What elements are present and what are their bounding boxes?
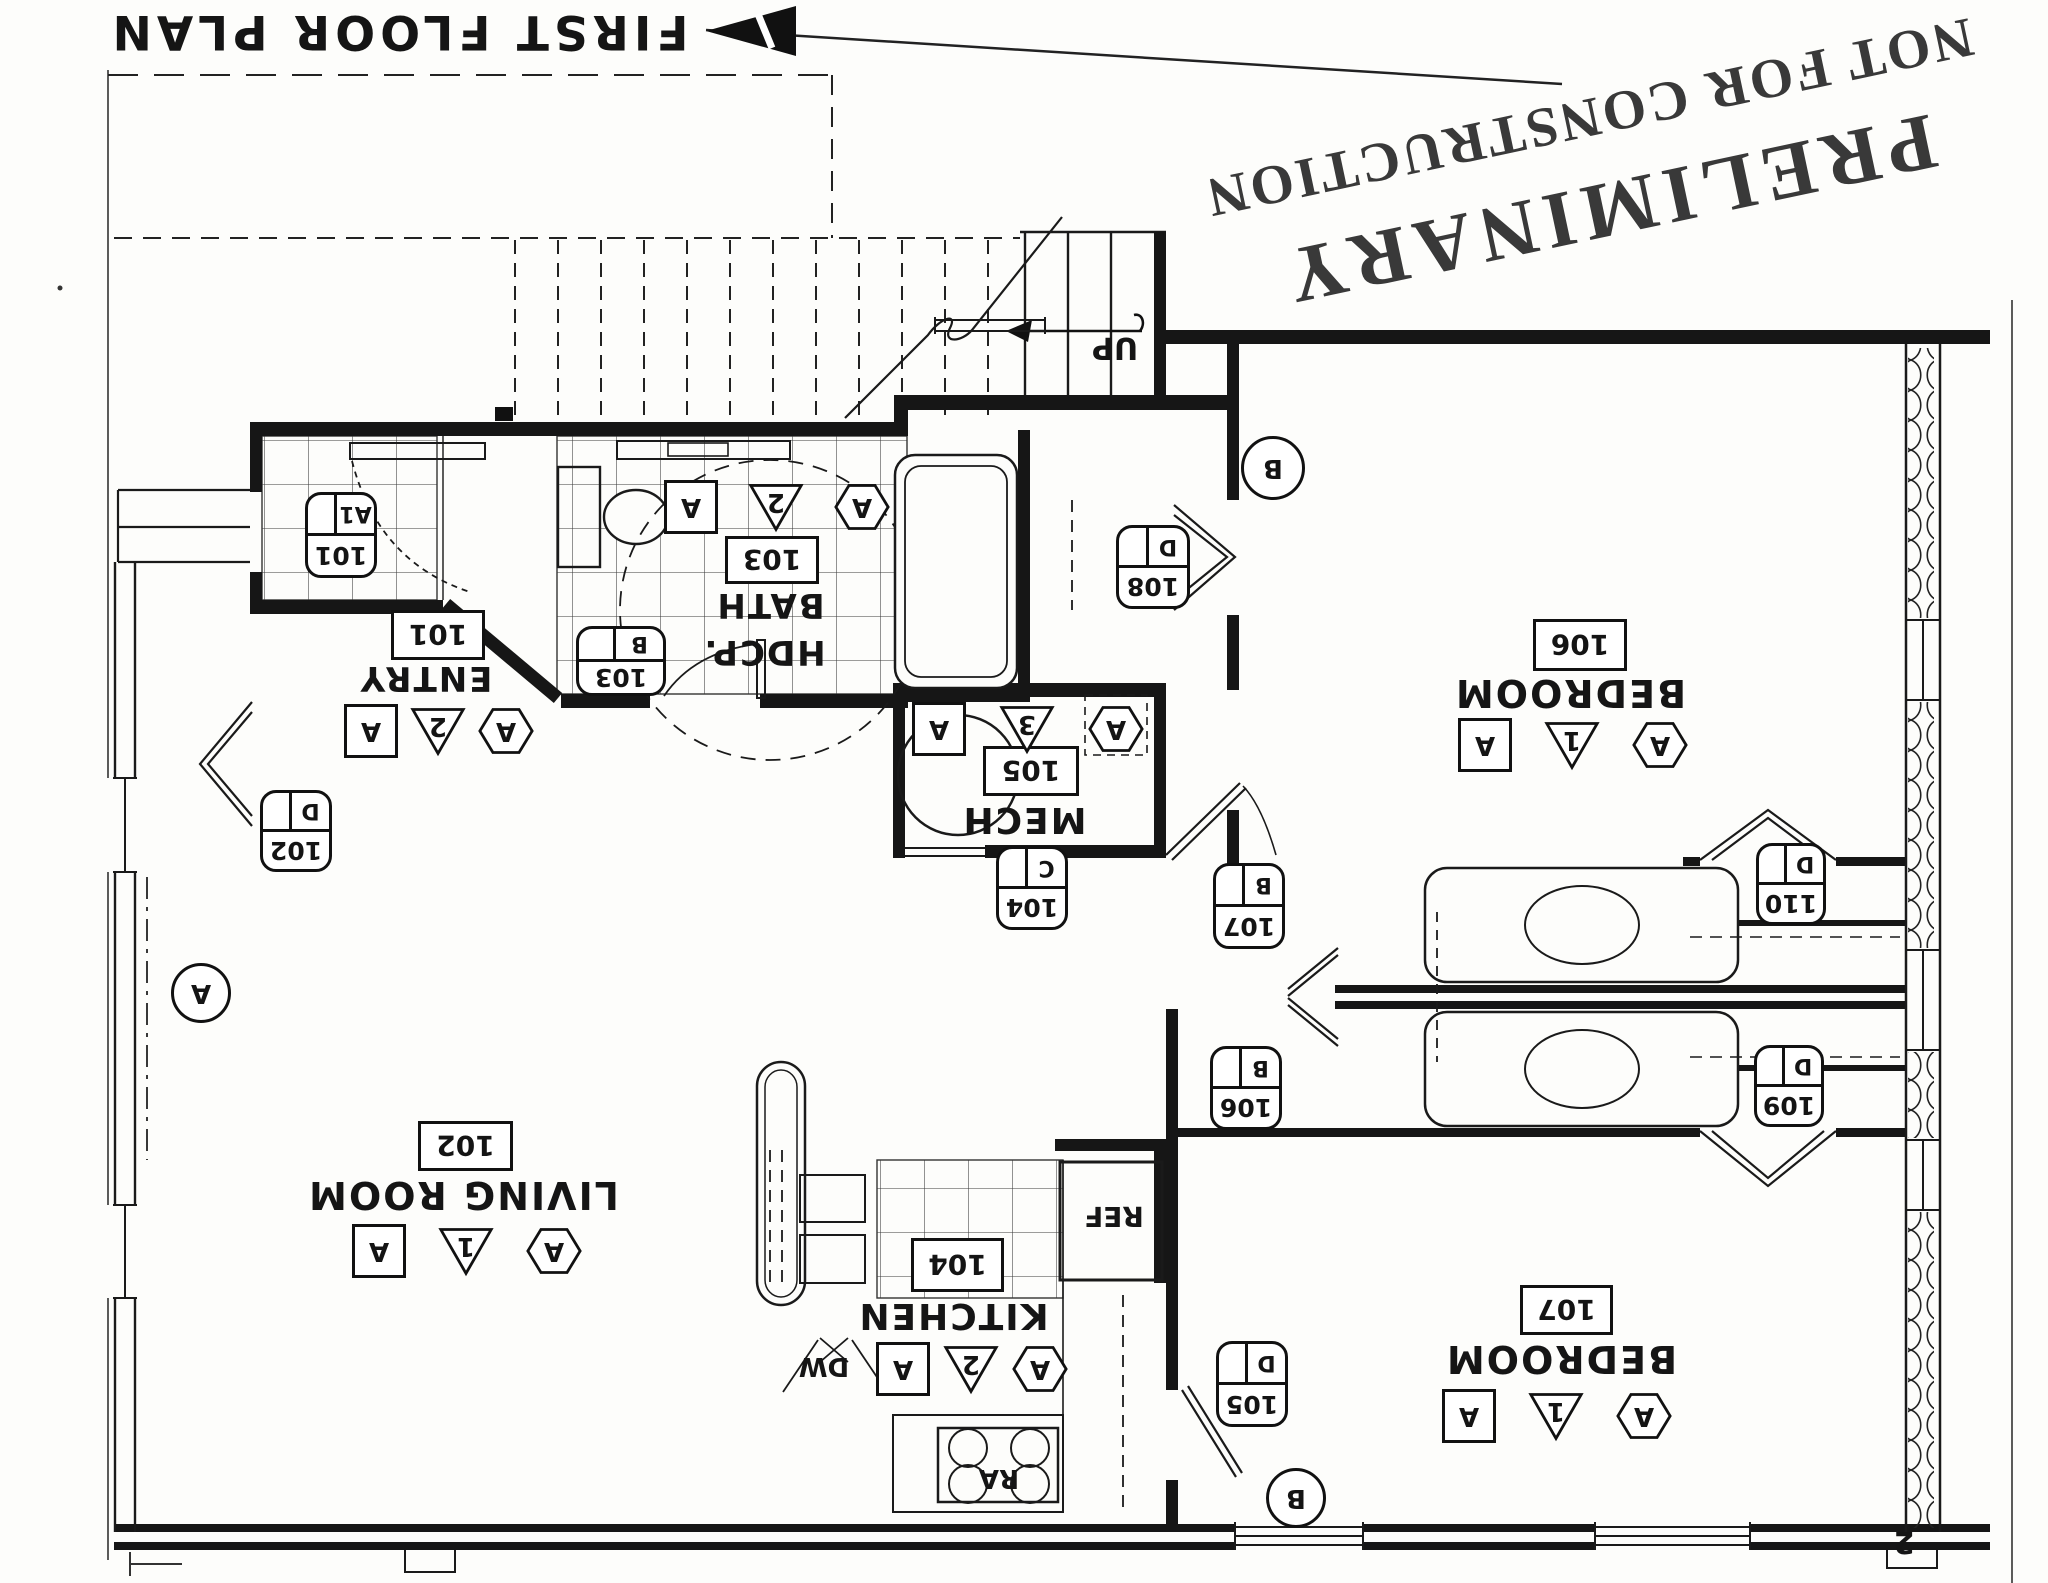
triangle-marker: 1 (1544, 717, 1600, 773)
triangle-marker: 1 (438, 1223, 494, 1279)
doors (198, 504, 1837, 1478)
room-name-bath-line1: HDCP. (702, 632, 826, 672)
range-label: RA (978, 1463, 1020, 1493)
sheet-title: FIRST FLOOR PLAN (107, 4, 689, 60)
hexagon-marker: A (1088, 701, 1144, 757)
triangle-marker: 2 (748, 479, 804, 535)
entry-door (349, 442, 486, 593)
bottom-windows (1234, 1520, 1751, 1554)
bath-fixtures (556, 440, 1019, 761)
square-marker: A (352, 1224, 406, 1278)
stair-window (934, 317, 1046, 334)
upper-floor-dashed-lines (108, 74, 1020, 239)
square-marker: A (1442, 1389, 1496, 1443)
room-number-bedroom1: 106 (1533, 619, 1627, 671)
hexagon-marker: A (1012, 1341, 1068, 1397)
square-marker: A (876, 1342, 930, 1396)
room-name-bedroom2: BEDROOM (1444, 1337, 1678, 1381)
room-number-bedroom2: 107 (1520, 1285, 1613, 1335)
room-name-entry: ENTRY (358, 658, 493, 698)
bifold-108 (1173, 504, 1237, 611)
stair-up-label: UP (1091, 330, 1139, 366)
square-marker: A (912, 702, 966, 756)
dishwasher-label: DW (798, 1351, 850, 1381)
markers-living: A 1 A (352, 1222, 582, 1280)
toilet-bowl-icon (602, 488, 670, 546)
kitchen-fixtures (755, 1060, 1164, 1515)
square-marker: A (344, 704, 398, 758)
triangle-marker: 2 (410, 703, 466, 759)
title-triangle-logo (706, 6, 796, 56)
left-wall (106, 488, 250, 1532)
markers-bedroom1: A 1 A (1458, 716, 1688, 774)
staircase (495, 216, 1166, 422)
hexagon-marker: A (1632, 717, 1688, 773)
hexagon-marker: A (1616, 1388, 1672, 1444)
room-name-living: LIVING ROOM (307, 1173, 619, 1217)
room-number-entry: 101 (391, 610, 485, 660)
bath-door-arc (663, 643, 758, 697)
door-leaf-106 (1165, 782, 1247, 861)
door-leaf-105 (1181, 1385, 1243, 1478)
wall-tag-circle-b-top: B (1241, 436, 1305, 500)
hexagon-marker: A (526, 1223, 582, 1279)
double-doors (1287, 947, 1339, 1047)
wall-tag-circle-a: A (171, 963, 231, 1023)
triangle-marker: 1 (1528, 1388, 1584, 1444)
lavatory-icon (667, 442, 729, 457)
range-icon (936, 1426, 1060, 1504)
sink-x (819, 1337, 849, 1363)
right-wall (1904, 344, 1942, 1532)
stair-break-line (844, 216, 1063, 419)
room-name-bath-line2: BATH (715, 585, 825, 625)
right-windows (1906, 619, 1940, 1211)
room-number-bath: 103 (725, 536, 819, 584)
markers-mech: A 3 A (912, 700, 1144, 758)
refrigerator-label: REF (1084, 1200, 1144, 1234)
room-name-bedroom1: BEDROOM (1453, 671, 1687, 715)
hexagon-marker: A (834, 479, 890, 535)
bathtub-icon (893, 453, 1019, 690)
toilet-tank-icon (556, 465, 602, 569)
markers-entry: A 2 A (344, 702, 534, 760)
porch-steps (116, 488, 250, 564)
triangle-marker: 2 (943, 1341, 999, 1397)
room-name-mech: MECH (961, 799, 1087, 841)
square-marker: A (664, 480, 718, 534)
wall-tag-circle-b-bottom: B (1266, 1468, 1326, 1528)
hexagon-marker: A (478, 703, 534, 759)
wardrobes (1423, 866, 1900, 1128)
bifold-102 (198, 701, 253, 827)
markers-bedroom2: A 1 A (1442, 1387, 1672, 1445)
title-underline (705, 28, 1563, 86)
room-number-kitchen: 104 (911, 1238, 1004, 1292)
markers-kitchen: A 2 A (876, 1340, 1068, 1398)
square-marker: A (1458, 718, 1512, 772)
refrigerator-icon (1058, 1160, 1164, 1282)
page-number: 2 (1893, 1524, 1915, 1560)
markers-bath: A 2 A (664, 478, 890, 536)
bifold-109 (1699, 1130, 1837, 1188)
triangle-marker: 3 (999, 701, 1055, 757)
room-name-kitchen: KITCHEN (857, 1295, 1049, 1337)
room-number-living: 102 (418, 1121, 513, 1171)
peninsula-counter (755, 1060, 807, 1307)
